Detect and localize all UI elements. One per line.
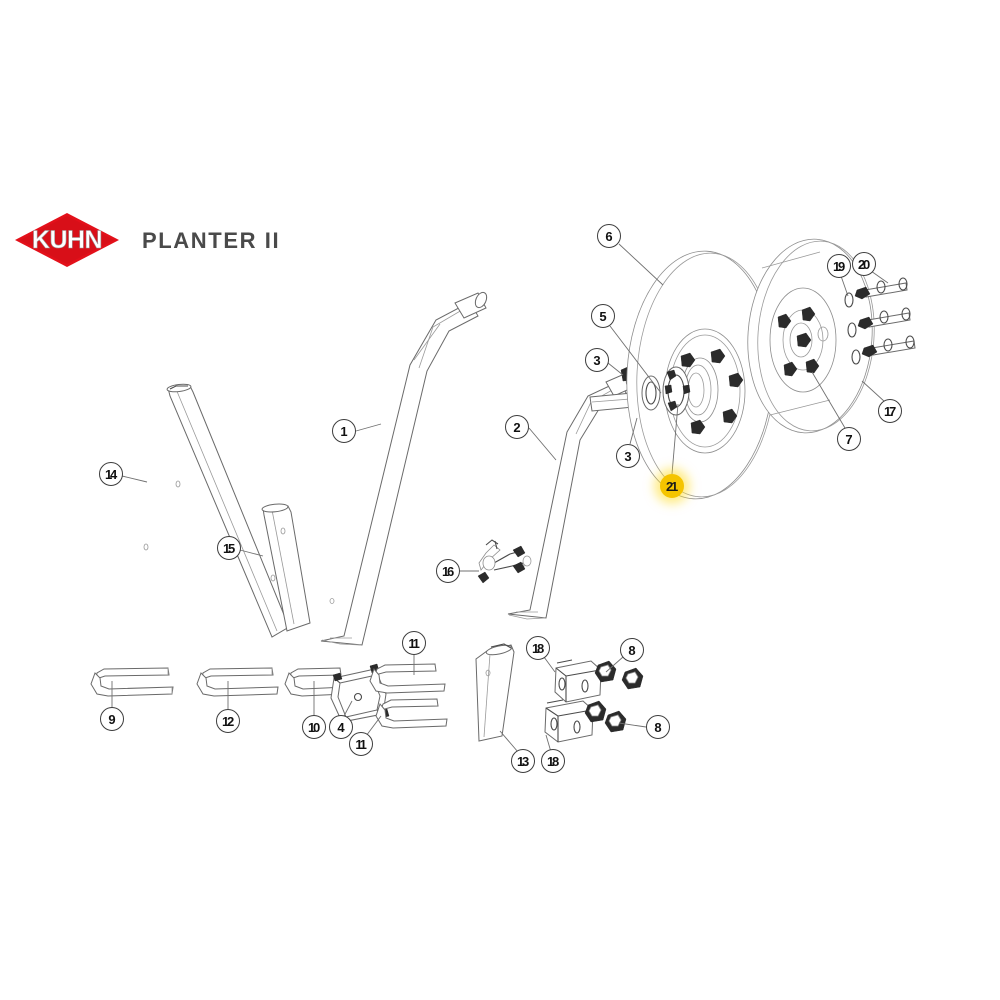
callout-16-grease-fitting-bracket[interactable]: 16 [436,559,460,583]
part-wheel-bearing [662,366,691,416]
part-leg-tube-long [143,383,290,638]
callout-15-leg-tube-short[interactable]: 15 [217,536,241,560]
part-short-tube [475,643,515,742]
leader-line-1 [355,423,382,432]
leader-line-19 [840,275,849,297]
callout-10-u-bolt-narrow[interactable]: 10 [302,715,326,739]
leader-line-3 [607,362,624,376]
leader-line-18 [543,656,556,673]
kuhn-logo: KUHN [14,212,120,268]
leader-line-6 [618,243,664,286]
part-seal-ring [641,375,661,411]
leader-line-15 [239,549,264,557]
part-clamp-plate-lower [544,699,594,743]
callout-11-u-bolt-upper[interactable]: 11 [402,631,426,655]
callout-18-clamp-plate-lower[interactable]: 18 [541,749,565,773]
callout-1-upper-arm-tube-long[interactable]: 1 [332,419,356,443]
callout-8-nut-lower[interactable]: 8 [646,715,670,739]
part-hub-inner [769,287,837,393]
part-clamp-plate-upper [554,659,602,703]
part-u-bolt-mid [196,667,279,697]
callout-7-hub-inner[interactable]: 7 [837,427,861,451]
callout-18-clamp-plate-upper[interactable]: 18 [526,636,550,660]
callout-8-nut-upper[interactable]: 8 [620,638,644,662]
brand-title: PLANTER II [142,228,281,253]
callout-12-u-bolt-mid[interactable]: 12 [216,709,240,733]
callout-11-u-bolt-lower[interactable]: 11 [349,732,373,756]
leader-line-20 [870,270,889,284]
callout-17-rim-inner[interactable]: 17 [878,399,902,423]
leader-line-8 [605,656,624,673]
leader-line-2 [528,427,557,461]
leader-line-17 [861,380,886,403]
logo-diamond-icon [15,213,119,267]
part-leg-tube-short [261,503,311,632]
callout-2-upper-arm-tube-short[interactable]: 2 [505,415,529,439]
part-u-bolt-upper-11 [369,663,446,694]
callout-13-short-tube[interactable]: 13 [511,749,535,773]
callout-19-washer-set[interactable]: 19 [827,254,851,278]
callout-20-bolt-set[interactable]: 20 [852,252,876,276]
leader-line-5 [609,325,662,394]
part-u-bolt-lower-11 [375,698,448,729]
part-nuts-8 [584,660,644,733]
leader-line-7 [811,371,846,429]
part-washer-set [844,292,861,365]
part-bolt-set [854,277,916,358]
callout-4-mounting-bracket[interactable]: 4 [329,715,353,739]
callout-6-tire-outer[interactable]: 6 [597,224,621,248]
leader-line-13 [499,730,519,753]
leader-line-14 [121,475,148,483]
callout-3-fastener-lower[interactable]: 3 [616,444,640,468]
callout-14-leg-tube-long[interactable]: 14 [99,462,123,486]
part-upper-arm-long [320,291,488,646]
part-u-bolt-wide [90,667,174,697]
leader-line-11 [365,715,382,737]
callout-3-fastener-upper[interactable]: 3 [585,348,609,372]
callout-21-wheel-assembly-complete[interactable]: 21 [660,474,684,498]
leader-line-8 [618,722,647,728]
leader-line-4 [343,700,353,717]
callout-5-bearing-seal[interactable]: 5 [591,304,615,328]
leader-line-3 [629,417,638,445]
leader-line-21 [671,403,679,475]
callout-leader-lines [111,243,889,753]
callout-9-u-bolt-wide[interactable]: 9 [100,707,124,731]
brand-header: KUHN PLANTER II [14,212,280,268]
part-grease-fitting-bracket [477,539,532,584]
logo-wordmark: KUHN [31,226,103,254]
lug-nuts-inner [777,306,820,377]
